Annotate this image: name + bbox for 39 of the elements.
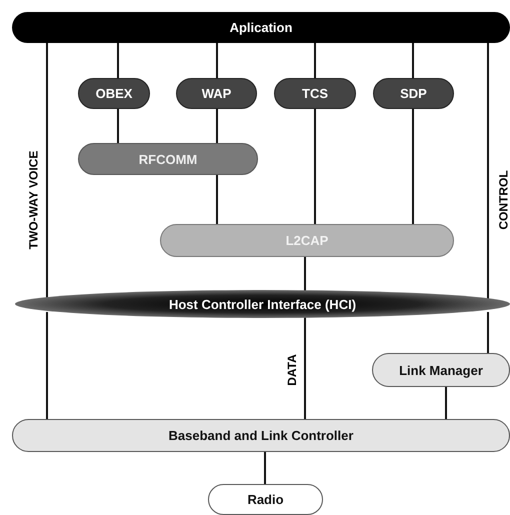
node-label: Baseband and Link Controller — [168, 428, 354, 443]
node-label: L2CAP — [286, 233, 328, 248]
node-label: RFCOMM — [138, 152, 198, 166]
protocol-box — [274, 78, 356, 109]
connector-line — [216, 109, 218, 143]
connector-line — [445, 387, 447, 419]
protocol-box — [78, 143, 258, 175]
application-bar — [12, 12, 510, 43]
connector-line — [216, 43, 218, 78]
connector-line — [117, 43, 119, 78]
node-label: Host Controller Interface (HCI) — [168, 296, 356, 312]
node-label: Radio — [247, 492, 284, 507]
layer-box — [208, 484, 323, 515]
protocol-box — [176, 78, 257, 109]
connector-line — [314, 43, 316, 78]
edge-label: CONTROL — [496, 170, 510, 230]
node-label: SDP — [400, 86, 427, 101]
connector-line — [117, 109, 119, 143]
connector-line — [46, 43, 48, 292]
node-label: TCS — [302, 86, 328, 101]
connector-line — [412, 43, 414, 78]
connector-line — [264, 452, 266, 484]
connector-line — [314, 109, 316, 224]
connector-line — [304, 257, 306, 292]
edge-label: TWO-WAY VOICE — [26, 150, 40, 250]
node-label: Link Manager — [399, 362, 483, 378]
protocol-box — [78, 78, 150, 109]
connector-line — [216, 175, 218, 224]
protocol-box — [160, 224, 454, 257]
connector-line — [412, 109, 414, 224]
edge-label: DATA — [284, 354, 299, 386]
layer-box — [372, 353, 510, 387]
protocol-box — [373, 78, 454, 109]
interface-band — [15, 290, 510, 318]
node-label: Aplication — [230, 20, 292, 35]
node-label: WAP — [202, 86, 232, 101]
node-label: OBEX — [96, 86, 132, 101]
connector-line — [487, 43, 489, 292]
layer-box — [12, 419, 510, 452]
